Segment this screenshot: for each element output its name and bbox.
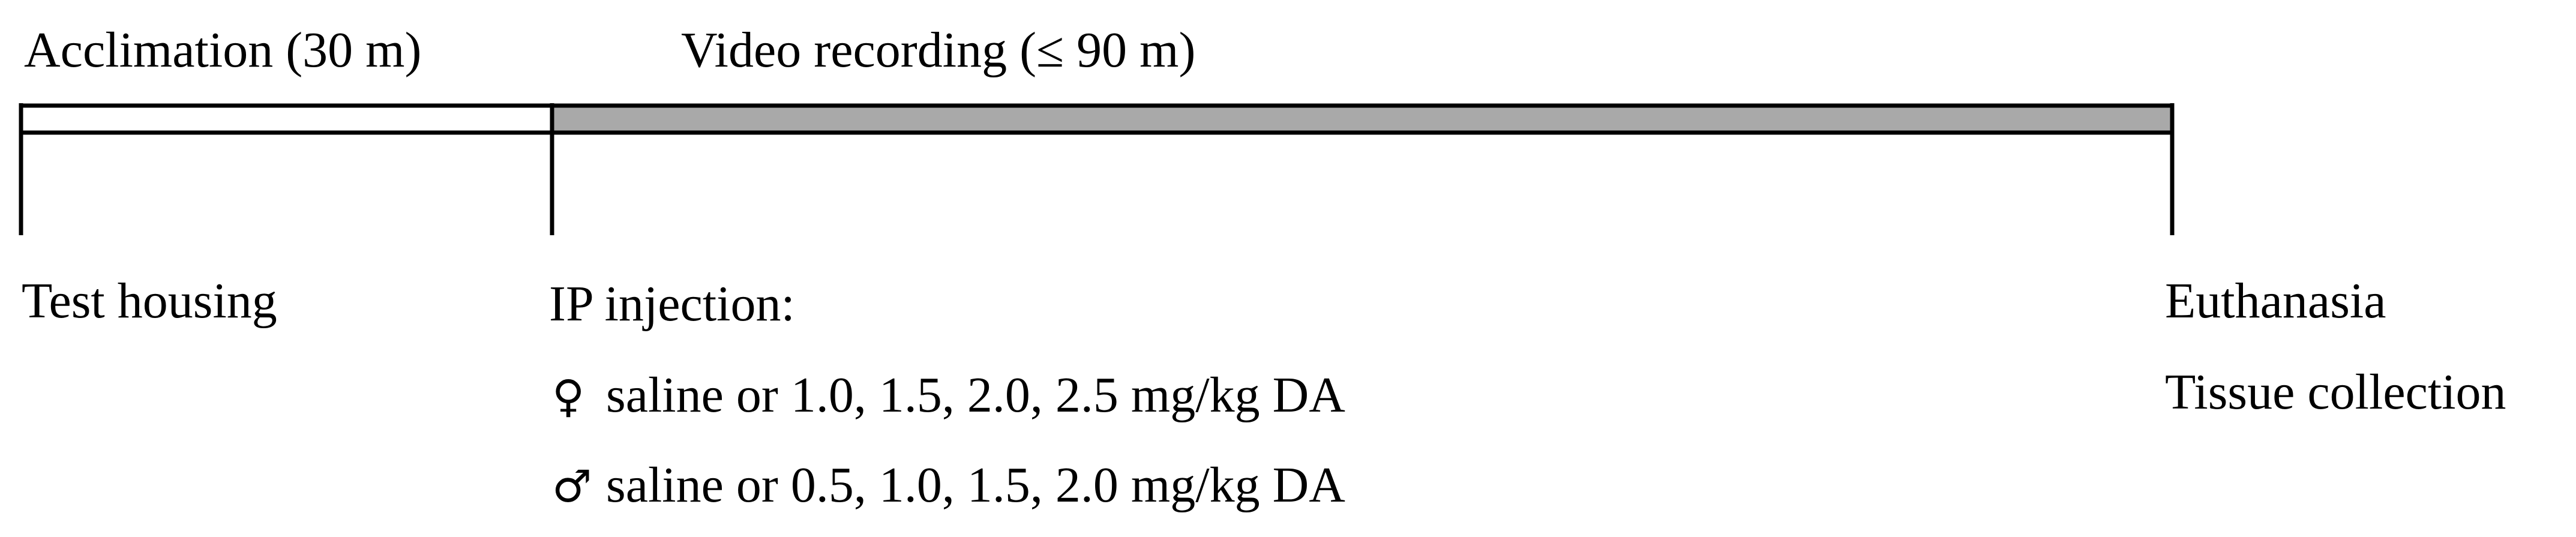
euthanasia-label: Euthanasia [2165, 273, 2386, 329]
female-symbol-icon: ♀ [552, 371, 585, 422]
female-dose-text: saline or 1.0, 1.5, 2.0, 2.5 mg/kg DA [606, 367, 1345, 423]
ip-injection-title: IP injection: [549, 276, 795, 332]
male-symbol-icon: ♂ [552, 461, 592, 512]
recording-bar [550, 103, 2175, 135]
acclimation-label: Acclimation (30 m) [24, 22, 422, 78]
tissue-collection-label: Tissue collection [2165, 364, 2506, 420]
male-dose-text: saline or 0.5, 1.0, 1.5, 2.0 mg/kg DA [606, 457, 1345, 513]
acclimation-bar [19, 103, 554, 135]
recording-label: Video recording (≤ 90 m) [681, 22, 1196, 78]
female-dose-row: ♀ saline or 1.0, 1.5, 2.0, 2.5 mg/kg DA [552, 370, 1345, 421]
test-housing-label: Test housing [22, 273, 277, 329]
male-dose-row: ♂ saline or 0.5, 1.0, 1.5, 2.0 mg/kg DA [552, 460, 1345, 511]
